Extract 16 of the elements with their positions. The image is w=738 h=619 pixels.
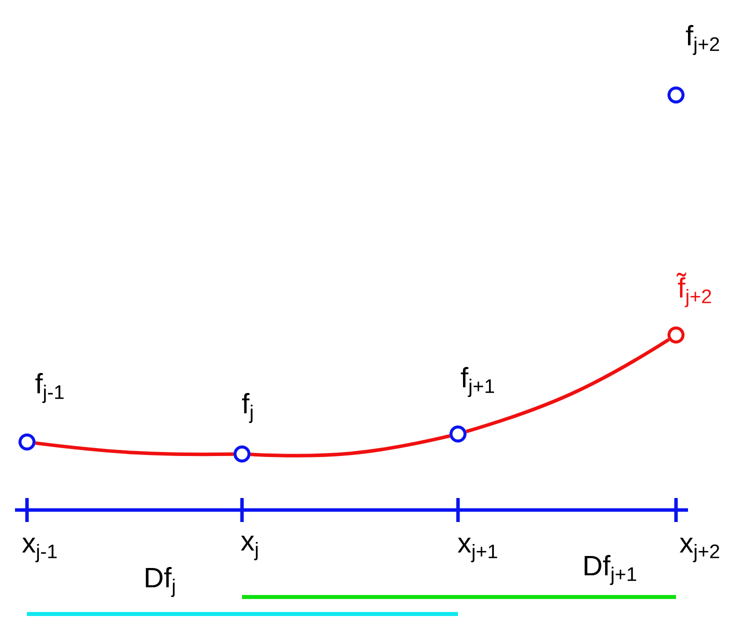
axis-label: x$_{j+2}$ — [680, 538, 720, 562]
interval-label: Df$_{j+1}$ — [584, 555, 636, 585]
point-label: f$_{j-1}$ — [35, 373, 64, 403]
curve-segment — [35, 441, 234, 456]
data-point — [18, 434, 36, 450]
point-label: f̃$_{j+2}$ — [676, 272, 711, 308]
curve-segment — [250, 434, 450, 458]
data-point — [450, 426, 466, 442]
curve-segment — [466, 338, 670, 434]
point-label: f$_{j}$ — [242, 393, 252, 423]
point-label: f$_{j+1}$ — [460, 367, 494, 397]
data-point — [668, 86, 684, 104]
interval-label: Df$_{j}$ — [146, 567, 175, 597]
data-point — [668, 326, 684, 344]
data-point — [234, 446, 250, 462]
point-label: f$_{j+2}$ — [686, 25, 719, 55]
